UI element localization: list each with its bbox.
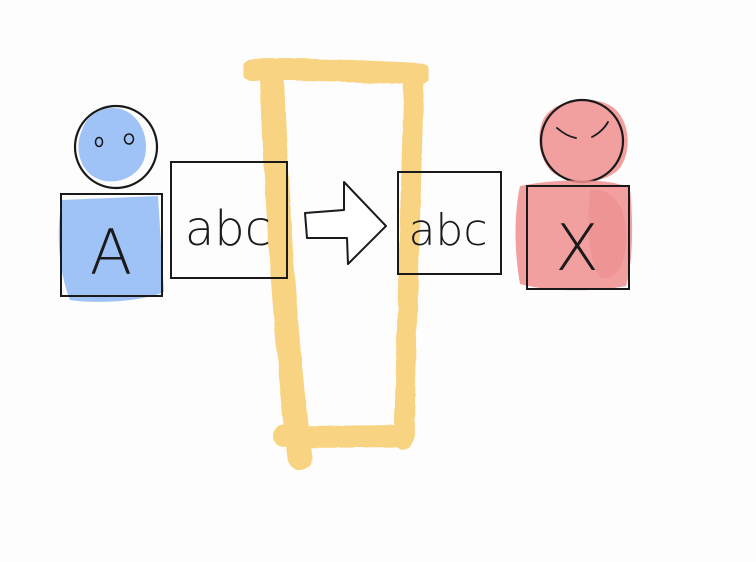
sender-letter: A bbox=[90, 216, 132, 289]
sender-right-eye bbox=[123, 133, 135, 145]
receiver-head-fill bbox=[539, 99, 628, 182]
receiver-person: X bbox=[515, 98, 633, 291]
channel-bottom-stroke bbox=[273, 425, 415, 448]
message-box-right-frame bbox=[397, 171, 502, 275]
receiver-body-outline bbox=[526, 185, 630, 290]
sender-person: A bbox=[58, 104, 164, 302]
sender-head-fill bbox=[78, 108, 146, 182]
channel-left-stroke bbox=[260, 66, 312, 470]
channel-highlight bbox=[241, 58, 431, 470]
message-box-left-frame bbox=[170, 161, 288, 279]
receiver-body-shade bbox=[588, 189, 627, 279]
receiver-letter: X bbox=[555, 212, 599, 286]
message-box-left: abc bbox=[170, 161, 288, 279]
receiver-right-brow bbox=[591, 121, 609, 138]
message-right-text: abc bbox=[408, 205, 487, 256]
right-arrow-icon bbox=[304, 181, 387, 265]
message-left-text: abc bbox=[185, 201, 271, 257]
receiver-left-brow bbox=[556, 127, 577, 139]
message-box-right: abc bbox=[397, 171, 502, 275]
sender-head-outline bbox=[73, 104, 159, 190]
sender-left-eye bbox=[94, 136, 104, 148]
sender-body-fill bbox=[58, 196, 164, 302]
channel-right-stroke bbox=[394, 68, 424, 450]
sender-body-outline bbox=[60, 193, 163, 297]
